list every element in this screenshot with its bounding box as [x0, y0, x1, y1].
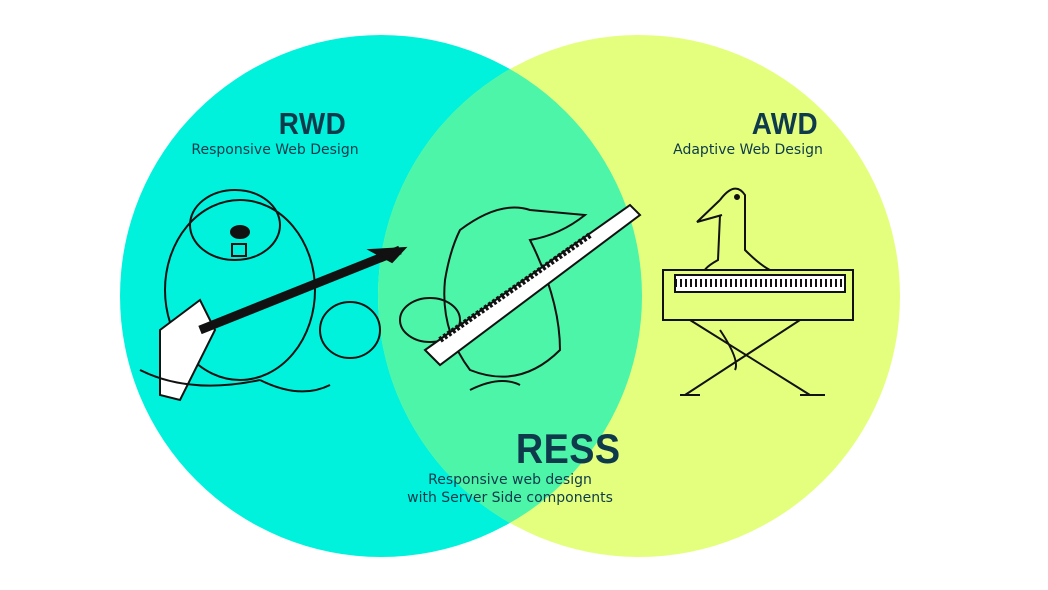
awd-name: Adaptive Web Design	[673, 142, 823, 158]
rwd-name: Responsive Web Design	[191, 142, 359, 158]
ress-name-line1: Responsive web design	[428, 472, 592, 488]
awd-acronym: AWD	[751, 106, 819, 141]
ress-overlap	[378, 35, 642, 557]
platypus-keytar-illustration	[399, 203, 642, 391]
ress-name-line2: with Server Side components	[407, 490, 613, 506]
duck-keyboard-illustration	[662, 187, 854, 396]
ress-acronym: RESS	[515, 425, 621, 472]
beaver-guitar-illustration	[139, 189, 408, 402]
rwd-acronym: RWD	[278, 106, 347, 141]
